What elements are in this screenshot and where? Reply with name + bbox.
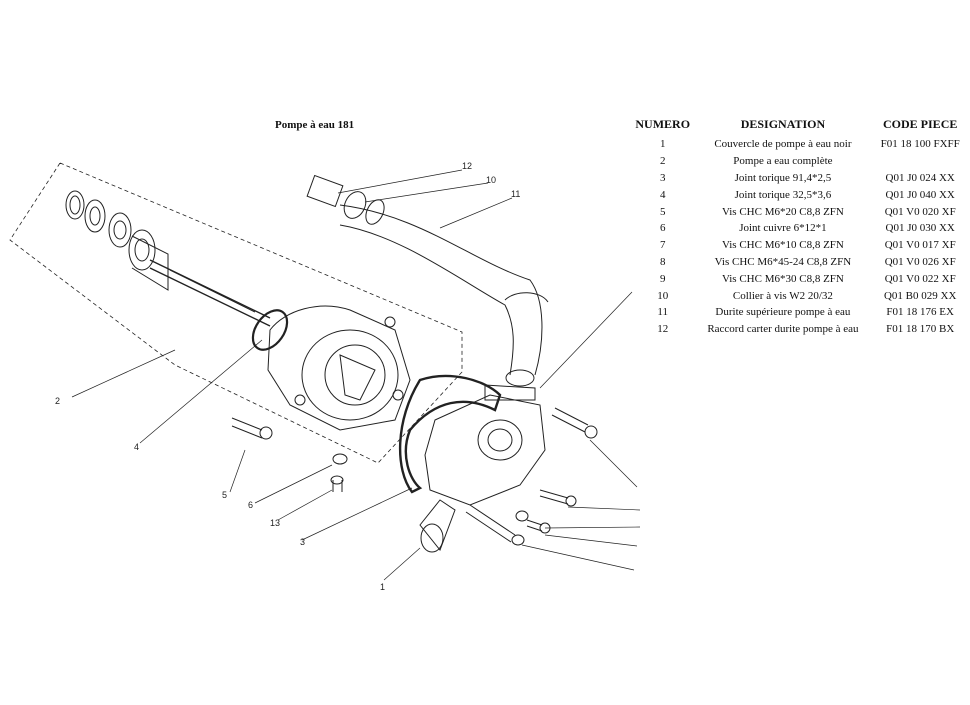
fitting-12 [306, 174, 385, 225]
callout-5: 5 [222, 490, 227, 500]
table-row: 6 Joint cuivre 6*12*1 Q01 J0 030 XX [630, 220, 970, 237]
row-code: Q01 V0 026 XF [884, 255, 956, 268]
row-numero: 5 [659, 205, 666, 218]
pump-cover-1 [419, 384, 546, 553]
o-ring-4 [251, 309, 289, 351]
callout-4: 4 [134, 442, 139, 452]
row-designation: Vis CHC M6*20 C8,8 ZFN [721, 205, 844, 218]
row-code: Q01 V0 017 XF [884, 239, 956, 252]
parts-table: NUMERO DESIGNATION CODE PIECE 1 Couvercle… [630, 115, 970, 338]
row-numero: 10 [657, 289, 669, 302]
row-numero: 2 [659, 155, 666, 168]
table-row: 7 Vis CHC M6*10 C8,8 ZFN Q01 V0 017 XF [630, 237, 970, 254]
table-row: 8 Vis CHC M6*45-24 C8,8 ZFN Q01 V0 026 XF [630, 254, 970, 271]
diagram-title: Pompe à eau 181 [275, 119, 355, 131]
callout-2: 2 [55, 396, 60, 406]
table-row: 1 Couvercle de pompe à eau noir F01 18 100… [630, 136, 970, 153]
callout-6: 6 [248, 500, 253, 510]
row-numero: 4 [659, 188, 666, 201]
callout-13: 13 [270, 518, 280, 528]
row-numero: 3 [659, 171, 666, 184]
row-designation: Couvercle de pompe à eau noir [714, 138, 852, 151]
row-code [870, 153, 970, 170]
row-designation: Joint cuivre 6*12*1 [739, 222, 827, 235]
row-numero: 9 [659, 272, 666, 285]
pump-assembly-outline [9, 162, 463, 464]
row-numero: 6 [659, 222, 666, 235]
row-code: Q01 V0 020 XF [884, 205, 956, 218]
header-code-piece: CODE PIECE [883, 117, 958, 131]
header-numero: NUMERO [635, 117, 691, 131]
table-row: 11 Durite supérieure pompe à eau F01 18 17… [630, 304, 970, 321]
row-code: Q01 V0 022 XF [884, 272, 956, 285]
row-numero: 8 [659, 255, 666, 268]
row-code: Q01 B0 029 XX [883, 289, 957, 302]
table-row: 3 Joint torique 91,4*2,5 Q01 J0 024 XX [630, 170, 970, 187]
row-code: Q01 J0 040 XX [885, 188, 955, 201]
hose-11 [339, 204, 549, 387]
row-designation: Pompe a eau complète [733, 155, 833, 168]
screws [231, 407, 598, 546]
table-row: 9 Vis CHC M6*30 C8,8 ZFN Q01 V0 022 XF [630, 270, 970, 287]
table-row: 10 Collier à vis W2 20/32 Q01 B0 029 XX [630, 287, 970, 304]
row-designation: Joint torique 91,4*2,5 [734, 171, 832, 184]
row-designation: Vis CHC M6*10 C8,8 ZFN [721, 239, 844, 252]
parts-table-header: NUMERO DESIGNATION CODE PIECE [630, 115, 970, 136]
table-row: 12 Raccord carter durite pompe à eau F01 1… [630, 321, 970, 338]
callout-3: 3 [300, 537, 305, 547]
table-row: 4 Joint torique 32,5*3,6 Q01 J0 040 XX [630, 186, 970, 203]
row-numero: 12 [657, 323, 669, 336]
callout-12: 12 [462, 161, 472, 171]
leader-lines [71, 169, 641, 581]
row-designation: Joint torique 32,5*3,6 [734, 188, 832, 201]
row-code: F01 18 100 FXFF [880, 138, 960, 151]
row-designation: Vis CHC M6*30 C8,8 ZFN [721, 272, 844, 285]
pump-body [267, 305, 411, 431]
callout-11: 11 [511, 189, 520, 199]
table-row: 2 Pompe a eau complète [630, 153, 970, 170]
row-designation: Raccord carter durite pompe à eau [707, 323, 859, 336]
bearing-stack [65, 190, 271, 327]
row-code: Q01 J0 024 XX [885, 171, 955, 184]
row-code: F01 18 176 EX [886, 306, 954, 319]
row-numero: 1 [659, 138, 666, 151]
header-designation: DESIGNATION [740, 117, 826, 131]
row-designation: Vis CHC M6*45-24 C8,8 ZFN [714, 255, 852, 268]
callout-10: 10 [486, 175, 496, 185]
row-code: Q01 J0 030 XX [885, 222, 955, 235]
row-numero: 7 [659, 239, 666, 252]
row-numero: 11 [657, 306, 669, 319]
row-code: F01 18 170 BX [886, 323, 955, 336]
row-designation: Collier à vis W2 20/32 [732, 289, 833, 302]
callout-1: 1 [380, 582, 385, 592]
row-designation: Durite supérieure pompe à eau [715, 306, 851, 319]
table-row: 5 Vis CHC M6*20 C8,8 ZFN Q01 V0 020 XF [630, 203, 970, 220]
